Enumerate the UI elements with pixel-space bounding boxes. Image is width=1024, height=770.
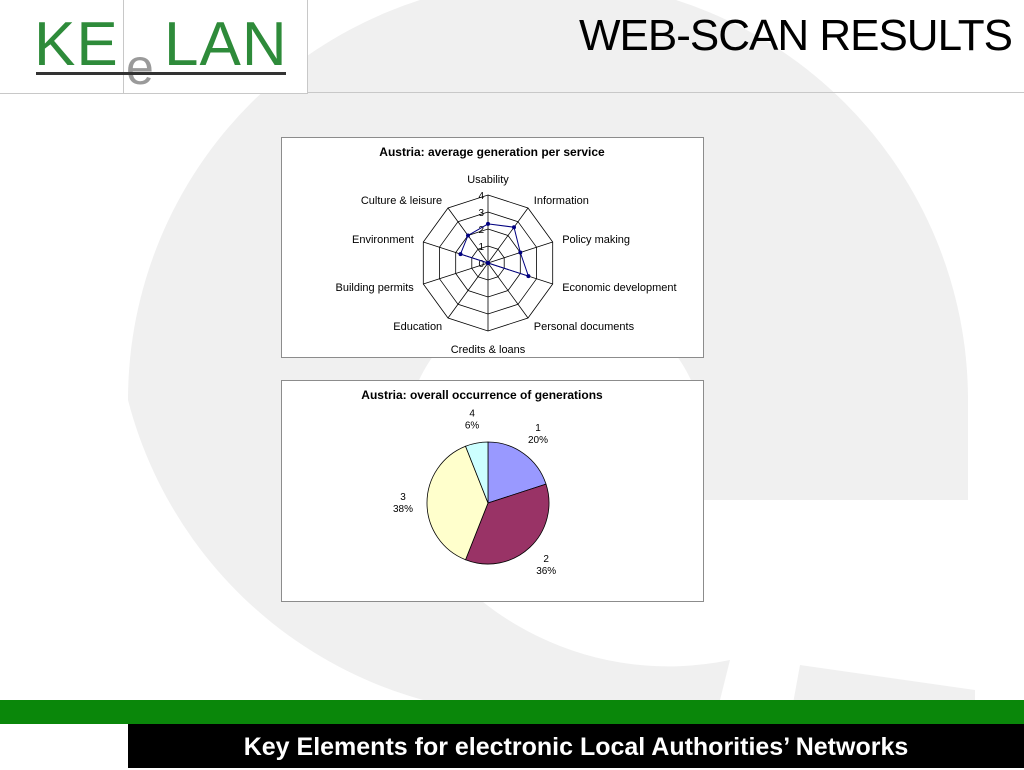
pie-slice bbox=[465, 483, 550, 565]
radar-tick-label: 4 bbox=[478, 191, 484, 202]
page-title: WEB-SCAN RESULTS bbox=[578, 11, 1013, 60]
radar-series-line bbox=[459, 223, 530, 277]
radar-spoke bbox=[487, 262, 529, 319]
pie-slice-percent: 38% bbox=[393, 504, 413, 515]
pie-slice-percent: 6% bbox=[465, 421, 480, 432]
pie-chart-panel: Austria: overall occurrence of generatio… bbox=[281, 380, 704, 602]
radar-spoke bbox=[447, 262, 489, 319]
radar-tick-label: 0 bbox=[478, 259, 484, 270]
radar-chart-panel: Austria: average generation per service … bbox=[281, 137, 704, 358]
pie-slice-percent: 36% bbox=[536, 566, 556, 577]
radar-category-label: Personal documents bbox=[534, 321, 635, 333]
logo-divider bbox=[123, 0, 124, 93]
radar-chart: Austria: average generation per service … bbox=[336, 145, 677, 356]
radar-category-label: Culture & leisure bbox=[361, 195, 442, 207]
header-divider bbox=[307, 92, 1024, 93]
radar-category-label: Education bbox=[393, 321, 442, 333]
logo-underline bbox=[36, 72, 286, 75]
pie-slice bbox=[487, 441, 547, 504]
radar-data-point bbox=[458, 252, 463, 257]
radar-tick-label: 2 bbox=[478, 225, 484, 236]
radar-tick-label: 1 bbox=[478, 242, 484, 253]
radar-category-label: Environment bbox=[352, 234, 414, 246]
radar-category-label: Policy making bbox=[562, 234, 630, 246]
logo-text-e: e bbox=[126, 39, 154, 95]
footer-bar: Key Elements for electronic Local Author… bbox=[128, 724, 1024, 768]
radar-category-label: Information bbox=[534, 195, 589, 207]
pie-slice-label: 3 bbox=[400, 492, 406, 503]
radar-chart-title: Austria: average generation per service bbox=[379, 145, 605, 159]
pie-slice-label: 1 bbox=[535, 423, 541, 434]
radar-data-point bbox=[526, 274, 531, 279]
logo-text-lan: LAN bbox=[164, 10, 288, 79]
pie-slice bbox=[426, 445, 489, 561]
radar-category-label: Usability bbox=[467, 174, 509, 186]
radar-data-point bbox=[512, 225, 516, 230]
radar-spoke bbox=[423, 262, 489, 285]
radar-data-point bbox=[486, 261, 490, 265]
pie-chart: Austria: overall occurrence of generatio… bbox=[361, 388, 603, 577]
pie-chart-title: Austria: overall occurrence of generatio… bbox=[361, 388, 603, 402]
radar-category-label: Credits & loans bbox=[451, 344, 526, 356]
radar-data-point bbox=[518, 250, 523, 255]
pie-slice-percent: 20% bbox=[528, 435, 548, 446]
pie-slice bbox=[465, 441, 489, 504]
footer-tagline: Key Elements for electronic Local Author… bbox=[243, 733, 909, 761]
radar-data-point bbox=[486, 221, 490, 226]
radar-tick-label: 3 bbox=[478, 208, 484, 219]
radar-spoke bbox=[487, 207, 529, 264]
footer-green-band bbox=[0, 700, 1024, 724]
radar-category-label: Building permits bbox=[336, 282, 415, 294]
pie-slice-label: 2 bbox=[543, 554, 549, 565]
pie-slice-label: 4 bbox=[469, 409, 475, 420]
logo-text-ke: KE bbox=[34, 10, 119, 79]
radar-category-label: Economic development bbox=[562, 282, 676, 294]
radar-data-point bbox=[466, 233, 470, 238]
keelan-logo: KE e LAN bbox=[0, 0, 308, 94]
